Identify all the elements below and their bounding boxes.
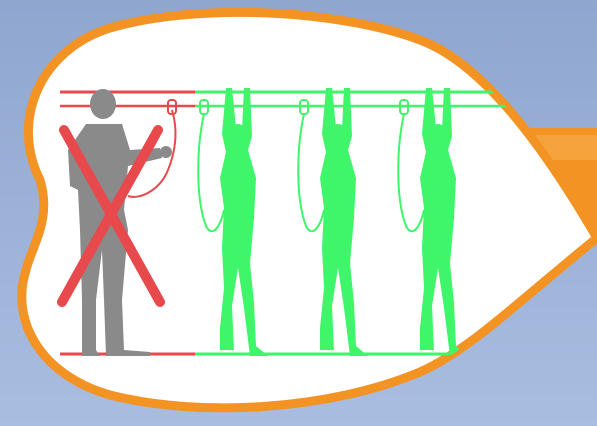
- safety-diagram: [0, 0, 597, 426]
- illustration-canvas: [0, 0, 597, 426]
